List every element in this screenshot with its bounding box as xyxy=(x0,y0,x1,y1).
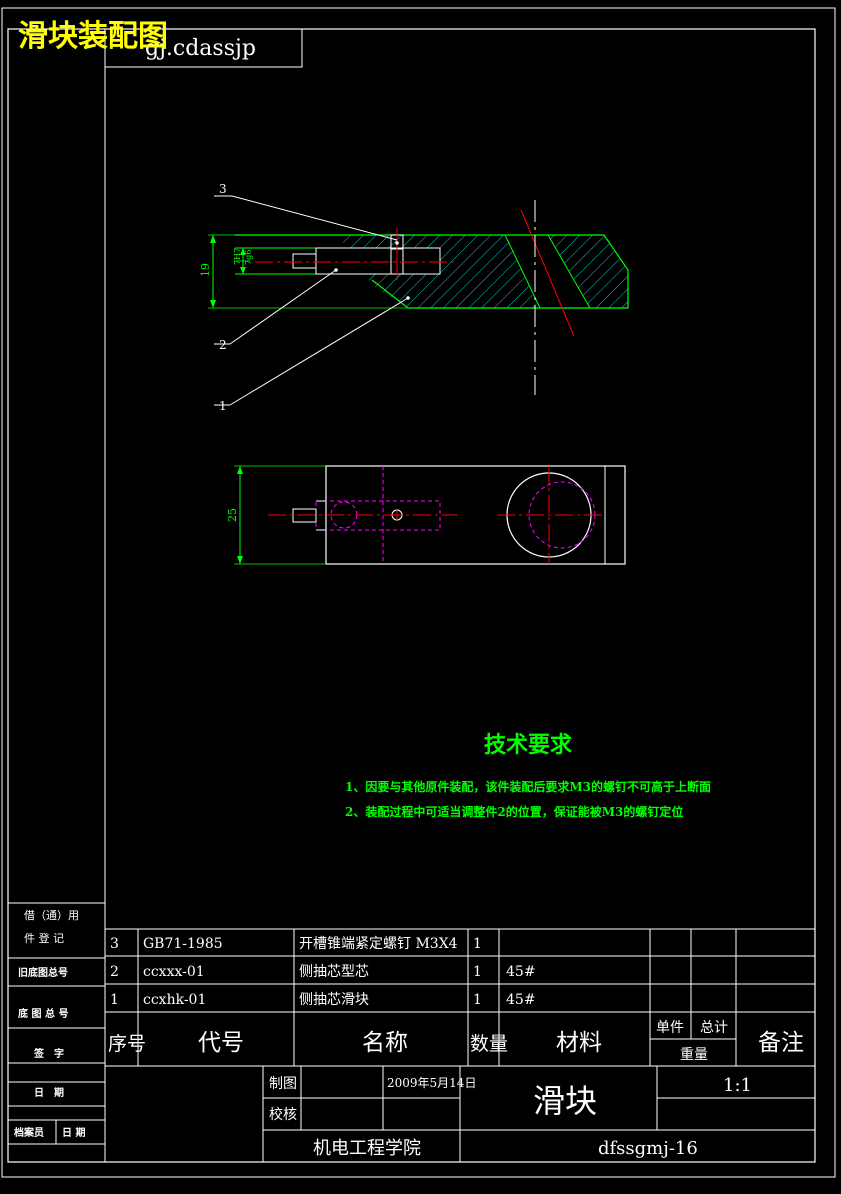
dim-fit-hole: 7H7 xyxy=(233,248,242,265)
part-row-2-name: 侧抽芯型芯 xyxy=(299,964,369,980)
part-row-1-code: ccxhk-01 xyxy=(143,992,206,1008)
callout-3: 3 xyxy=(219,182,227,196)
header-code: 代号 xyxy=(198,1030,244,1056)
left-cell-base-no: 底 图 总 号 xyxy=(18,1007,68,1020)
left-cell-date2: 日 期 xyxy=(62,1126,85,1139)
header-material: 材料 xyxy=(556,1030,602,1056)
title-part-name: 滑块 xyxy=(533,1082,597,1120)
header-unit: 单件 xyxy=(656,1020,684,1036)
header-remark: 备注 xyxy=(758,1030,804,1056)
tech-heading: 技术要求 xyxy=(484,732,572,758)
parts-list-header: 序号 代号 名称 数量 材料 单件 总计 重量 备注 xyxy=(108,1020,804,1063)
left-cell-old-base-no: 旧底图总号 xyxy=(18,966,68,979)
header-name: 名称 xyxy=(362,1030,408,1056)
title-checked-label: 校核 xyxy=(269,1106,297,1123)
title-school: 机电工程学院 xyxy=(313,1138,421,1159)
outer-frame xyxy=(1,7,836,1178)
part-row-2-material: 45# xyxy=(506,964,536,980)
left-cell-borrow: 借（通）用 xyxy=(24,909,79,922)
header-total: 总计 xyxy=(700,1020,728,1036)
title-drawn-label: 制图 xyxy=(269,1076,297,1092)
part-row-1-material: 45# xyxy=(506,992,536,1008)
header-qty: 数量 xyxy=(470,1033,508,1055)
part-row-2-qty: 1 xyxy=(473,964,482,980)
part-row-1-no: 1 xyxy=(110,992,119,1008)
dim-fit-shaft: 7g6 xyxy=(244,250,253,265)
part-row-1-name: 侧抽芯滑块 xyxy=(299,991,369,1008)
title-block-grid xyxy=(262,1066,815,1162)
parts-list-rows: 3 GB71-1985 开槽锥端紧定螺钉 M3X4 1 2 ccxxx-01 侧… xyxy=(110,936,536,1008)
drawing-code-box xyxy=(104,28,303,68)
left-cell-date: 日 期 xyxy=(34,1086,64,1099)
tech-item-1: 1、因要与其他原件装配，该件装配后要求M3的螺钉不可高于上断面 xyxy=(345,779,711,794)
part-row-2-code: ccxxx-01 xyxy=(143,964,205,980)
dim-width-25: 25 xyxy=(226,508,239,522)
inner-frame xyxy=(7,28,816,1163)
drawing-code-text: gj.cdassjp xyxy=(145,36,256,61)
parts-list-grid xyxy=(105,928,815,1067)
title-drawing-no: dfssgmj-16 xyxy=(598,1138,698,1159)
left-cell-sign: 签 字 xyxy=(33,1047,64,1060)
tech-item-2: 2、装配过程中可适当调整件2的位置，保证能被M3的螺钉定位 xyxy=(345,804,683,819)
part-row-3-name: 开槽锥端紧定螺钉 M3X4 xyxy=(299,936,458,952)
left-cell-archivist: 档案员 xyxy=(13,1126,44,1139)
header-no: 序号 xyxy=(108,1033,146,1055)
part-row-1-qty: 1 xyxy=(473,992,482,1008)
left-register-table xyxy=(8,902,105,1145)
callout-1: 1 xyxy=(219,399,227,413)
overlay-title: 滑块装配图 xyxy=(18,19,168,54)
section-view: 19 7H7 7g6 3 2 1 xyxy=(199,182,629,413)
header-weight: 重量 xyxy=(680,1047,708,1063)
title-scale: 1:1 xyxy=(723,1075,752,1096)
callout-2: 2 xyxy=(219,338,227,352)
dim-height-19: 19 xyxy=(199,263,212,277)
left-cell-register: 件 登 记 xyxy=(24,931,64,945)
part-row-3-no: 3 xyxy=(110,936,119,952)
top-view: 25 xyxy=(226,465,626,565)
part-row-3-code: GB71-1985 xyxy=(143,936,223,952)
title-drawn-date: 2009年5月14日 xyxy=(387,1076,476,1090)
part-row-2-no: 2 xyxy=(110,964,119,980)
part-row-3-qty: 1 xyxy=(473,936,482,952)
